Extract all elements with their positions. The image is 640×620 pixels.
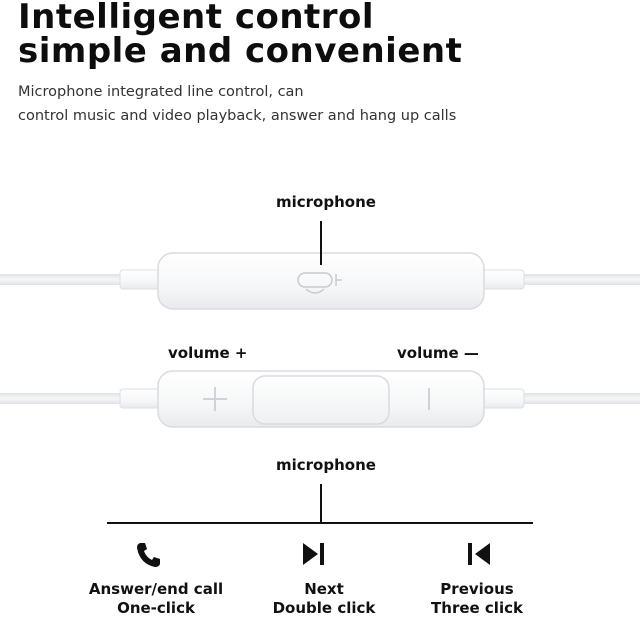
action-name: Previous: [440, 580, 514, 598]
microphone-pointer-bottom: [320, 484, 322, 523]
page-title: Intelligent control simple and convenien…: [18, 0, 462, 68]
microphone-label-bottom: microphone: [276, 456, 376, 474]
volume-down-label: volume —: [397, 344, 479, 362]
action-gesture: Double click: [272, 599, 376, 617]
title-line-1: Intelligent control: [18, 0, 375, 37]
divider-line: [107, 522, 533, 524]
center-button[interactable]: [252, 375, 390, 425]
cable-right-bottom: [522, 393, 640, 404]
description-line-1: Microphone integrated line control, can: [18, 84, 304, 100]
cable-collar-right-bottom: [479, 388, 525, 409]
next-track-icon: [303, 543, 324, 565]
microphone-label-top: microphone: [276, 193, 376, 211]
remote-front: [0, 370, 640, 428]
description: Microphone integrated line control, can …: [18, 80, 456, 128]
cable-collar-left-bottom: [119, 388, 163, 409]
cable-left-top: [0, 274, 125, 285]
action-next: Next Double click: [244, 540, 404, 618]
cable-left-bottom: [0, 393, 125, 404]
remote-back: [0, 252, 640, 310]
action-gesture: Three click: [431, 599, 523, 617]
title-line-2: simple and convenient: [18, 31, 463, 71]
previous-track-icon: [468, 543, 490, 565]
microphone-icon: [297, 272, 342, 294]
microphone-pointer-top: [320, 221, 322, 265]
action-answer-end-call: Answer/end call One-click: [76, 540, 236, 618]
phone-icon: [137, 543, 160, 567]
plus-icon: [203, 387, 227, 411]
cable-right-top: [522, 274, 640, 285]
description-line-2: control music and video playback, answer…: [18, 108, 457, 124]
action-gesture: One-click: [117, 599, 195, 617]
volume-up-label: volume +: [168, 344, 248, 362]
cable-collar-right-top: [479, 269, 525, 290]
action-name: Answer/end call: [88, 580, 224, 598]
cable-collar-left-top: [119, 269, 163, 290]
action-name: Next: [304, 580, 344, 598]
action-previous: Previous Three click: [397, 540, 557, 618]
